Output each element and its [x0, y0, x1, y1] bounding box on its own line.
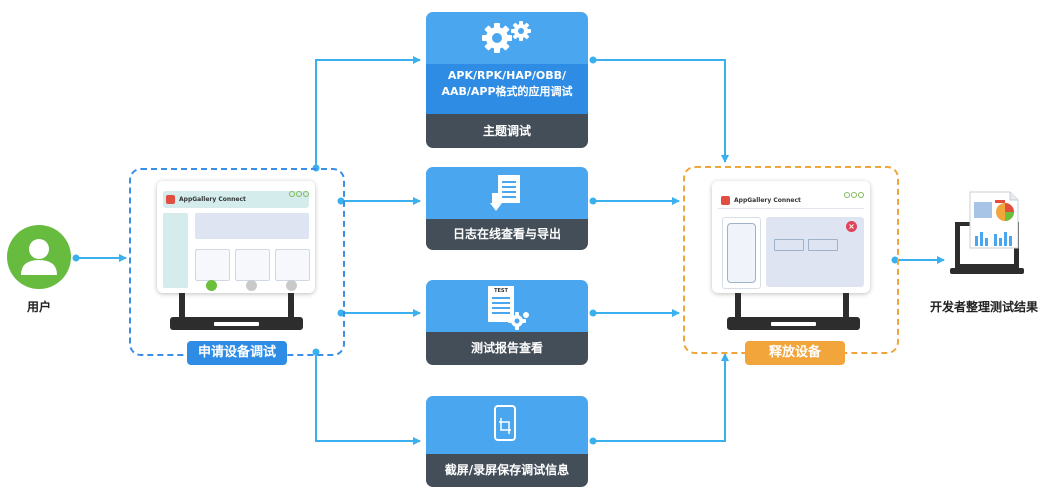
device-slot-3 — [275, 249, 310, 281]
card-screen-capture: 截屏/录屏保存调试信息 — [426, 396, 588, 487]
card-log-view: 日志在线查看与导出 — [426, 167, 588, 250]
result-label: 开发者整理测试结果 — [930, 300, 1039, 314]
window-controls — [288, 182, 309, 201]
laptop-stand — [179, 293, 185, 319]
device-slot-1 — [195, 249, 230, 281]
card-app-debug: APK/RPK/HAP/OBB/ AAB/APP格式的应用调试 主题调试 — [426, 12, 588, 148]
check-icon-gray — [286, 280, 297, 291]
card-app-debug-line1: APK/RPK/HAP/OBB/ — [447, 69, 567, 82]
app-topbar: AppGallery Connect — [163, 191, 309, 208]
connector-request-card4 — [315, 352, 421, 445]
laptop-stand — [735, 293, 741, 319]
device-preview — [722, 217, 761, 289]
laptop-stand — [288, 293, 294, 319]
card-screen-capture-footer: 截屏/录屏保存调试信息 — [426, 454, 588, 487]
app-topbar: AppGallery Connect — [718, 193, 864, 208]
device-panel: × — [766, 217, 864, 287]
close-icon: × — [846, 221, 857, 232]
card-test-report-footer: 测试报告查看 — [426, 332, 588, 365]
card-log-view-footer: 日志在线查看与导出 — [426, 219, 588, 250]
app-banner — [195, 213, 309, 239]
release-laptop-screen: AppGallery Connect × — [712, 181, 870, 293]
device-slot-2 — [235, 249, 270, 281]
release-device-label: 释放设备 — [745, 341, 845, 365]
laptop-stand — [843, 293, 849, 319]
check-icon-gray — [246, 280, 257, 291]
report-chart-icon — [950, 191, 1024, 274]
appgallery-logo-icon — [721, 196, 730, 205]
user-avatar — [7, 225, 71, 289]
request-laptop-screen: AppGallery Connect — [157, 181, 315, 293]
user-label: 用户 — [26, 300, 51, 314]
request-device-label: 申请设备调试 — [187, 341, 287, 365]
person-icon — [21, 239, 57, 275]
card-app-debug-line2: AAB/APP格式的应用调试 — [441, 85, 573, 98]
check-icon-green — [206, 280, 217, 291]
app-name: AppGallery Connect — [734, 197, 801, 204]
connector-request-card1 — [315, 56, 421, 168]
test-report-icon: TEST — [488, 286, 514, 322]
small-gear-icon — [508, 312, 529, 330]
app-sidebar — [163, 213, 188, 288]
document-download-icon — [490, 175, 520, 211]
test-report-icon-label: TEST — [494, 288, 508, 294]
gears-icon — [482, 21, 531, 53]
app-name: AppGallery Connect — [179, 196, 246, 203]
card-app-debug-footer: 主题调试 — [426, 114, 588, 148]
laptop-base — [170, 317, 303, 330]
appgallery-logo-icon — [166, 195, 175, 204]
connector-card4-release — [593, 353, 729, 442]
connector-card1-release — [593, 59, 729, 163]
laptop-base — [727, 317, 860, 330]
window-controls — [843, 183, 864, 202]
card-test-report: TEST 测试报告查看 — [426, 280, 588, 365]
phone-crop-icon — [494, 405, 516, 441]
